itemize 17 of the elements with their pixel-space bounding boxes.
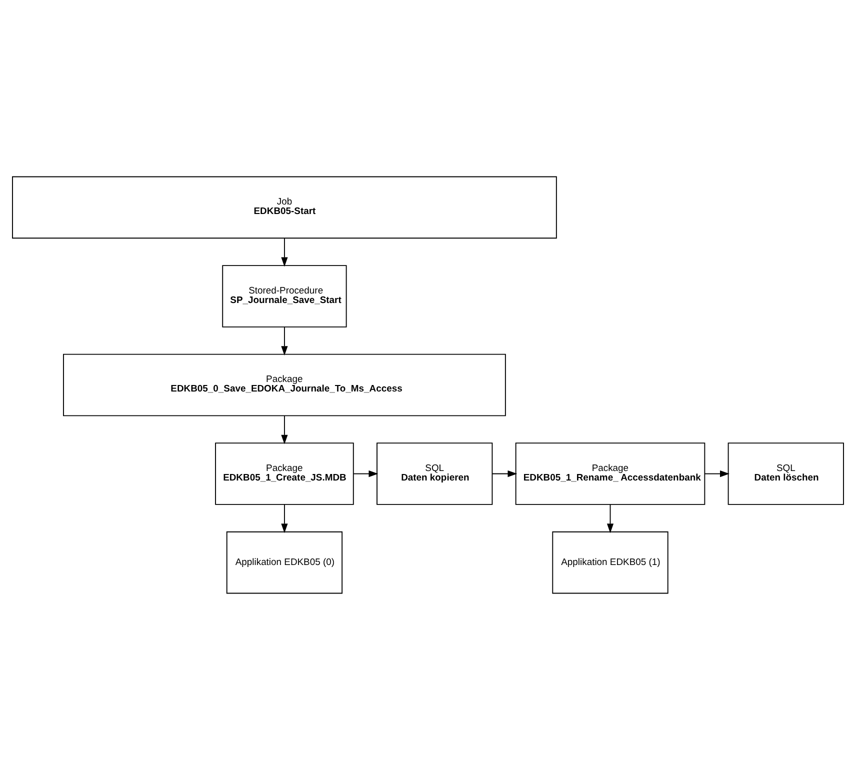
node-box: Package EDKB05_1_Rename_ Accessdatenbank <box>515 442 706 504</box>
arrow <box>353 470 378 477</box>
node-box: SQL Daten löschen <box>728 442 844 504</box>
arrow <box>281 326 288 356</box>
node-box: Applikation EDKB05 (1) <box>552 530 668 594</box>
node-box: SQL Daten kopieren <box>376 442 493 504</box>
arrow <box>281 414 288 444</box>
arrow <box>606 504 614 533</box>
arrow <box>492 470 518 477</box>
node-box: Job EDKB05-Start <box>12 176 557 238</box>
arrow <box>281 504 288 533</box>
arrow <box>281 237 288 266</box>
node-box: Package EDKB05_0_Save_EDOKA_Journale_To_Ms_Access <box>63 353 506 416</box>
node-box: Package EDKB05_1_Create_JS.MDB <box>215 442 354 504</box>
arrow <box>704 470 730 477</box>
node-box: Stored-Procedure SP_Journale_Save_Start <box>222 264 347 327</box>
node-box: Applikation EDKB05 (0) <box>226 530 343 594</box>
